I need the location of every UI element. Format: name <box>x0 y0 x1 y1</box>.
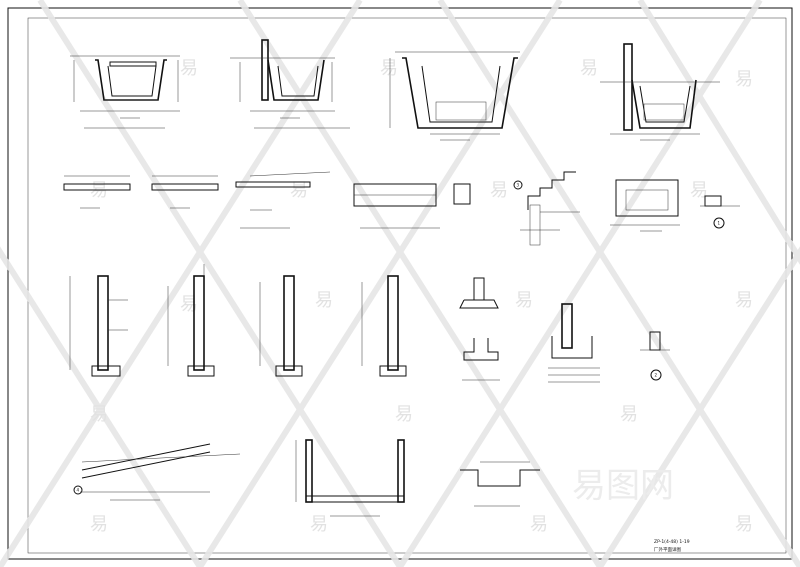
sheet-title: 厂外平面详图 <box>654 546 681 553</box>
section-detail-4 <box>600 43 720 141</box>
watermark-glyph: 易 <box>530 514 548 535</box>
detail-marker-2: 2 <box>650 369 662 381</box>
ramp-detail <box>460 461 540 507</box>
watermark-glyph: 易 <box>380 58 398 79</box>
detail-marker-4: 4 <box>73 485 83 495</box>
watermark-glyph: 易 <box>310 514 328 535</box>
wall-section-3 <box>259 275 303 377</box>
watermark-glyph: 易 <box>290 180 308 201</box>
watermark-glyph: 易 <box>90 404 108 425</box>
detail-marker-3: 3 <box>513 180 523 190</box>
stair-detail <box>520 171 580 246</box>
watermark-glyph: 易 <box>735 69 753 90</box>
watermark-glyph: 易 <box>315 290 333 311</box>
watermark-glyph: 易 <box>735 290 753 311</box>
slab-detail-4 <box>353 183 471 229</box>
wall-section-2 <box>167 264 215 377</box>
section-detail-1 <box>70 55 180 129</box>
watermark-glyph: 易 <box>620 404 638 425</box>
title-block-code: ZP-1(4-48) 1-19 <box>654 539 690 545</box>
detail-marker-1: 1 <box>713 217 725 229</box>
watermark-brand: 易图网 <box>572 466 674 506</box>
section-detail-3 <box>389 51 520 141</box>
watermark-glyph: 易 <box>180 58 198 79</box>
watermark-glyph: 易 <box>690 180 708 201</box>
watermark-glyph: 易 <box>580 58 598 79</box>
small-detail-b <box>640 331 670 351</box>
wall-section-4 <box>361 275 407 377</box>
pit-plan-detail <box>610 179 680 232</box>
section-detail-2 <box>230 39 350 129</box>
tank-section-detail <box>548 303 600 383</box>
watermark-glyph: 易 <box>490 180 508 201</box>
watermark-glyphs: 易 易 易 易 易 易 易 易 易 易 易 易 易 易 易 易 易 易 易 易图… <box>90 58 753 535</box>
column-base-detail <box>459 277 500 381</box>
detail-marker-label: 4 <box>77 488 80 493</box>
detail-marker-label: 1 <box>718 221 721 226</box>
wall-section-1 <box>69 275 128 377</box>
road-profile-detail <box>80 443 241 501</box>
small-detail-a <box>700 195 740 207</box>
detail-marker-label: 2 <box>655 373 658 378</box>
watermark-glyph: 易 <box>180 294 198 315</box>
watermark-glyph: 易 <box>735 514 753 535</box>
channel-long-section <box>295 439 405 517</box>
watermark-glyph: 易 <box>395 404 413 425</box>
sheet-border-outer <box>7 7 793 560</box>
slab-detail-1 <box>63 175 131 209</box>
slab-detail-3 <box>235 171 331 229</box>
watermark-glyph: 易 <box>90 514 108 535</box>
watermark-glyph: 易 <box>515 290 533 311</box>
slab-detail-2 <box>151 175 219 209</box>
detail-marker-label: 3 <box>517 183 520 188</box>
